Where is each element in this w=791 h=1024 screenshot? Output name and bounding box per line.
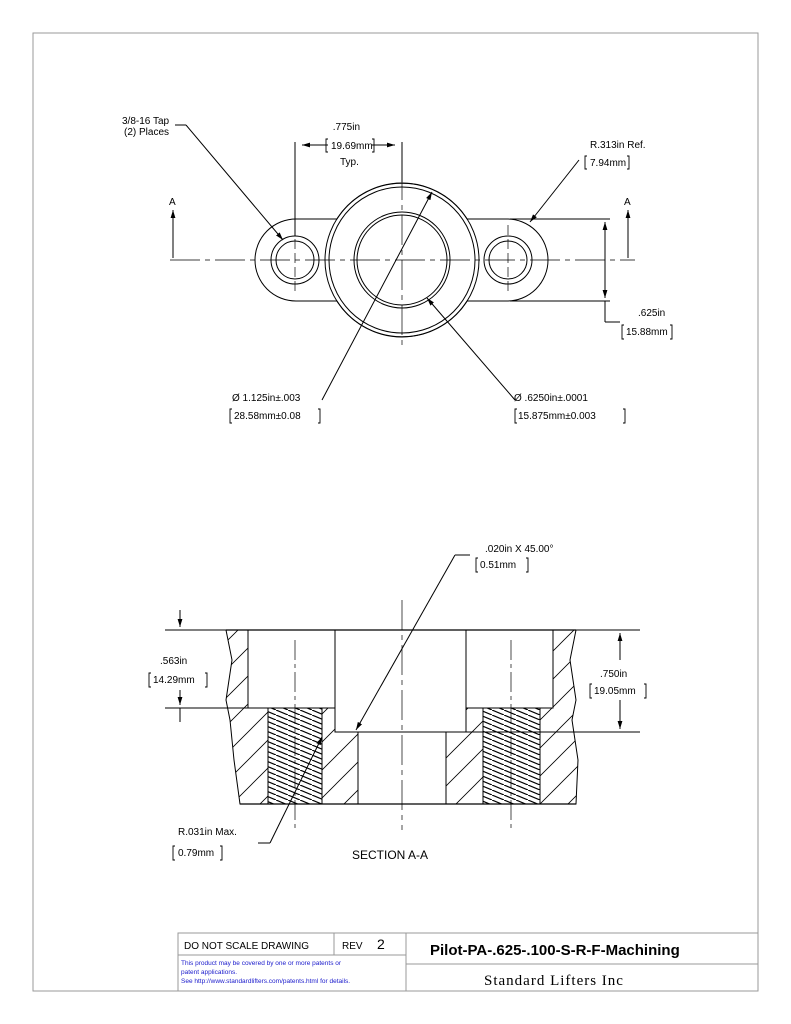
top-view bbox=[170, 124, 635, 401]
fillet-mm: 0.79mm bbox=[178, 848, 214, 859]
hatch-center-right bbox=[445, 707, 484, 805]
patent-note-line3: See http://www.standardlifters.com/paten… bbox=[181, 978, 350, 985]
depth-mm: 14.29mm bbox=[153, 675, 195, 686]
bore-dia-mm: 15.875mm±0.003 bbox=[518, 411, 596, 422]
company-name: Standard Lifters Inc bbox=[484, 973, 624, 989]
height-mm: 15.88mm bbox=[626, 327, 668, 338]
do-not-scale-label: DO NOT SCALE DRAWING bbox=[184, 941, 309, 952]
hatch-center-left bbox=[321, 707, 359, 805]
section-view bbox=[165, 554, 640, 844]
thickness-mm: 19.05mm bbox=[594, 686, 636, 697]
tap-label-line2: (2) Places bbox=[124, 127, 169, 138]
spacing-mm: 19.69mm bbox=[331, 141, 373, 152]
title-block bbox=[177, 932, 759, 992]
chamfer-inch: .020in X 45.00° bbox=[485, 544, 554, 555]
section-caption: SECTION A-A bbox=[352, 848, 428, 862]
height-inch: .625in bbox=[638, 308, 665, 319]
spacing-inch: .775in bbox=[330, 122, 360, 133]
thickness-inch: .750in bbox=[600, 669, 627, 680]
depth-inch: .563in bbox=[160, 656, 187, 667]
counterbore-right bbox=[465, 629, 554, 709]
title-block-text: DO NOT SCALE DRAWING REV 2 Pilot-PA-.625… bbox=[181, 936, 680, 989]
rev-label: REV bbox=[342, 941, 363, 952]
section-view-annotations: .020in X 45.00° 0.51mm .563in 14.29mm .7… bbox=[148, 544, 647, 862]
radius-mm: 7.94mm bbox=[590, 158, 626, 169]
thread-right bbox=[482, 707, 541, 805]
chamfer-mm: 0.51mm bbox=[480, 560, 516, 571]
section-marker-left: A bbox=[169, 197, 176, 208]
patent-note-line2: patent applications. bbox=[181, 969, 237, 976]
flange-outline bbox=[254, 182, 549, 338]
outer-dia-inch: Ø 1.125in±.003 bbox=[232, 393, 301, 404]
fillet-inch: R.031in Max. bbox=[178, 827, 237, 838]
top-view-annotations: 3/8-16 Tap (2) Places .775in 19.69mm Typ… bbox=[122, 116, 673, 424]
rev-value: 2 bbox=[377, 936, 385, 952]
outer-dia-mm: 28.58mm±0.08 bbox=[234, 411, 301, 422]
patent-note-line1: This product may be covered by one or mo… bbox=[181, 960, 342, 967]
bore-dia-inch: Ø .6250in±.0001 bbox=[514, 393, 588, 404]
counterbore-left bbox=[247, 629, 336, 709]
part-name: Pilot-PA-.625-.100-S-R-F-Machining bbox=[430, 942, 680, 959]
section-marker-right: A bbox=[624, 197, 631, 208]
tap-label-line1: 3/8-16 Tap bbox=[122, 116, 170, 127]
radius-inch: R.313in Ref. bbox=[590, 140, 646, 151]
spacing-typ: Typ. bbox=[340, 157, 359, 168]
